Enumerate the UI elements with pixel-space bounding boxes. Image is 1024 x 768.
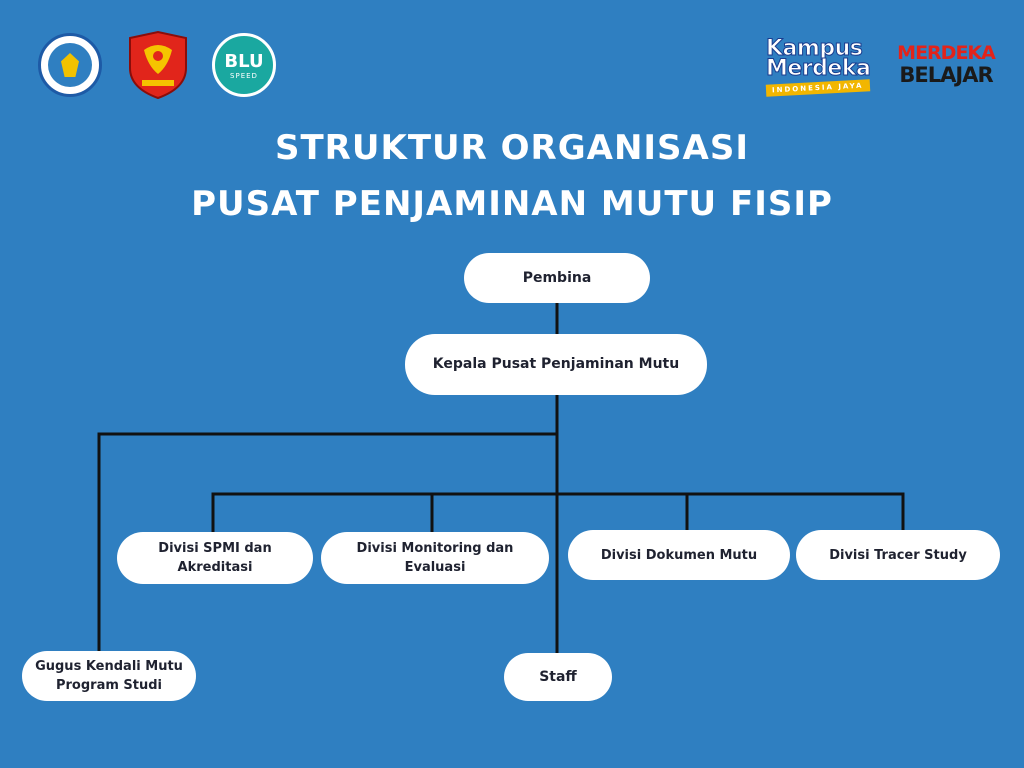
node-pembina: Pembina [464,253,650,303]
node-gugus-kendali: Gugus Kendali Mutu Program Studi [22,651,196,701]
university-emblem-logo [124,30,192,100]
node-divisi-dokumen: Divisi Dokumen Mutu [568,530,790,580]
node-gugus-label-line2: Program Studi [55,678,163,693]
node-gugus-label: Gugus Kendali Mutu Program Studi [35,657,183,695]
page-title-line1: STRUKTUR ORGANISASI [275,128,749,168]
node-kepala-label: Kepala Pusat Penjaminan Mutu [432,356,680,372]
merdeka-belajar-logo: MERDEKA BELAJAR [897,38,996,90]
kampus-merdeka-logo: Kampus Merdeka INDONESIA JAYA [765,34,882,98]
kampus-merdeka-line1: Kampus [765,35,863,61]
merdeka-belajar-line1: MERDEKA [897,42,996,64]
node-monev-label: Divisi Monitoring dan Evaluasi [356,541,514,575]
node-divisi-tracer: Divisi Tracer Study [796,530,1000,580]
university-shield-icon [129,30,187,100]
blu-logo: BLU SPEED [212,33,276,97]
node-pembina-label: Pembina [522,269,592,286]
merdeka-belajar-line2: BELAJAR [899,63,993,87]
node-divisi-spmi: Divisi SPMI dan Akreditasi [117,532,313,584]
node-gugus-label-line1: Gugus Kendali Mutu [35,659,183,674]
tut-wuri-emblem-icon [48,43,92,87]
node-staff-label: Staff [539,668,577,685]
node-spmi-label: Divisi SPMI dan Akreditasi [158,541,272,575]
node-divisi-monev: Divisi Monitoring dan Evaluasi [321,532,549,584]
kampus-merdeka-line2: Merdeka [765,55,871,81]
node-kepala-pusat: Kepala Pusat Penjaminan Mutu [405,334,707,395]
node-tracer-label: Divisi Tracer Study [829,547,967,563]
node-dokumen-label: Divisi Dokumen Mutu [600,547,758,563]
node-staff: Staff [504,653,612,701]
page-title-line2: PUSAT PENJAMINAN MUTU FISIP [191,184,833,224]
tut-wuri-handayani-logo [38,33,102,97]
blu-logo-subtext: SPEED [230,71,258,80]
blu-logo-text: BLU [224,50,264,72]
